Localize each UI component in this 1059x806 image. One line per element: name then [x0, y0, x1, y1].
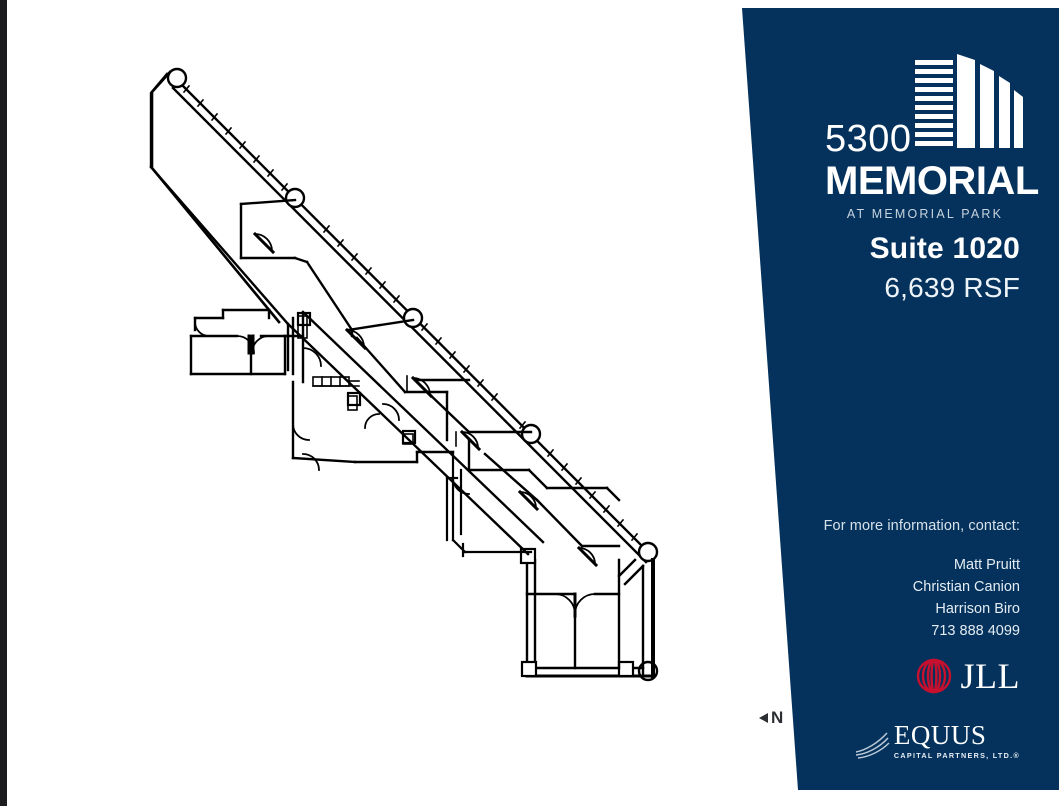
inner-core-stair [445, 450, 533, 558]
building-icon [915, 54, 1023, 148]
contact-heading: For more information, contact: [823, 518, 1020, 534]
floor-plan-drawing [7, 0, 747, 806]
logo-number: 5300 [825, 118, 912, 160]
equus-logo[interactable]: EQUUS CAPITAL PARTNERS, LTD.® [700, 722, 1020, 765]
suite-name: Suite 1020 [869, 232, 1020, 265]
jll-wordmark: JLL [960, 656, 1020, 696]
plan-geometry [149, 67, 659, 682]
logo-mark-row: 5300 [825, 52, 1025, 160]
equus-swoosh-icon [855, 732, 890, 759]
exterior-wall-outer [150, 70, 281, 324]
building-logo: 5300 [825, 52, 1039, 221]
contact-name-3: Harrison Biro [935, 601, 1020, 618]
pantry-casework [312, 376, 360, 387]
contact-name-1: Matt Pruitt [953, 557, 1020, 573]
logo-tagline: AT MEMORIAL PARK [846, 206, 1004, 221]
page-edge-bar [0, 0, 7, 806]
contact-info: For more information, contact: Matt Prui… [700, 518, 1020, 642]
suite-size: 6,639 RSF [884, 271, 1020, 303]
contact-phone[interactable]: 713 888 4099 [931, 623, 1020, 640]
interior-partitions-perimeter-offices [239, 198, 621, 548]
jll-logo-inner: JLL [914, 655, 1021, 697]
jll-circles-icon [916, 658, 951, 694]
contact-name-2: Christian Canion [912, 579, 1020, 596]
building-core-walls [189, 308, 455, 464]
north-label: N [771, 708, 784, 727]
south-wing-interior [525, 486, 621, 670]
equus-logo-inner: EQUUS CAPITAL PARTNERS, LTD.® [854, 722, 1020, 760]
fixture-marks [297, 315, 457, 447]
jll-logo[interactable]: JLL [700, 655, 1020, 702]
suite-info: Suite 1020 6,639 RSF [700, 232, 1020, 305]
equus-wordblock: EQUUS CAPITAL PARTNERS, LTD.® [893, 720, 1020, 761]
central-corridor [286, 310, 545, 556]
floor-plan-svg [149, 67, 659, 682]
southeast-wing [525, 554, 655, 678]
logo-name: MEMORIAL [825, 159, 1039, 203]
north-arrow-icon [759, 712, 768, 723]
panel-content: 5300 [700, 0, 1059, 806]
exterior-wall-west [149, 72, 290, 372]
equus-wordmark: EQUUS [893, 720, 987, 750]
info-panel: 5300 [700, 0, 1059, 806]
north-arrow: N [758, 709, 783, 726]
door-swings [194, 231, 599, 618]
equus-tagline: CAPITAL PARTNERS, LTD.® [893, 751, 1020, 760]
contact-names: Matt Pruitt Christian Canion Harrison Bi… [700, 554, 1020, 642]
